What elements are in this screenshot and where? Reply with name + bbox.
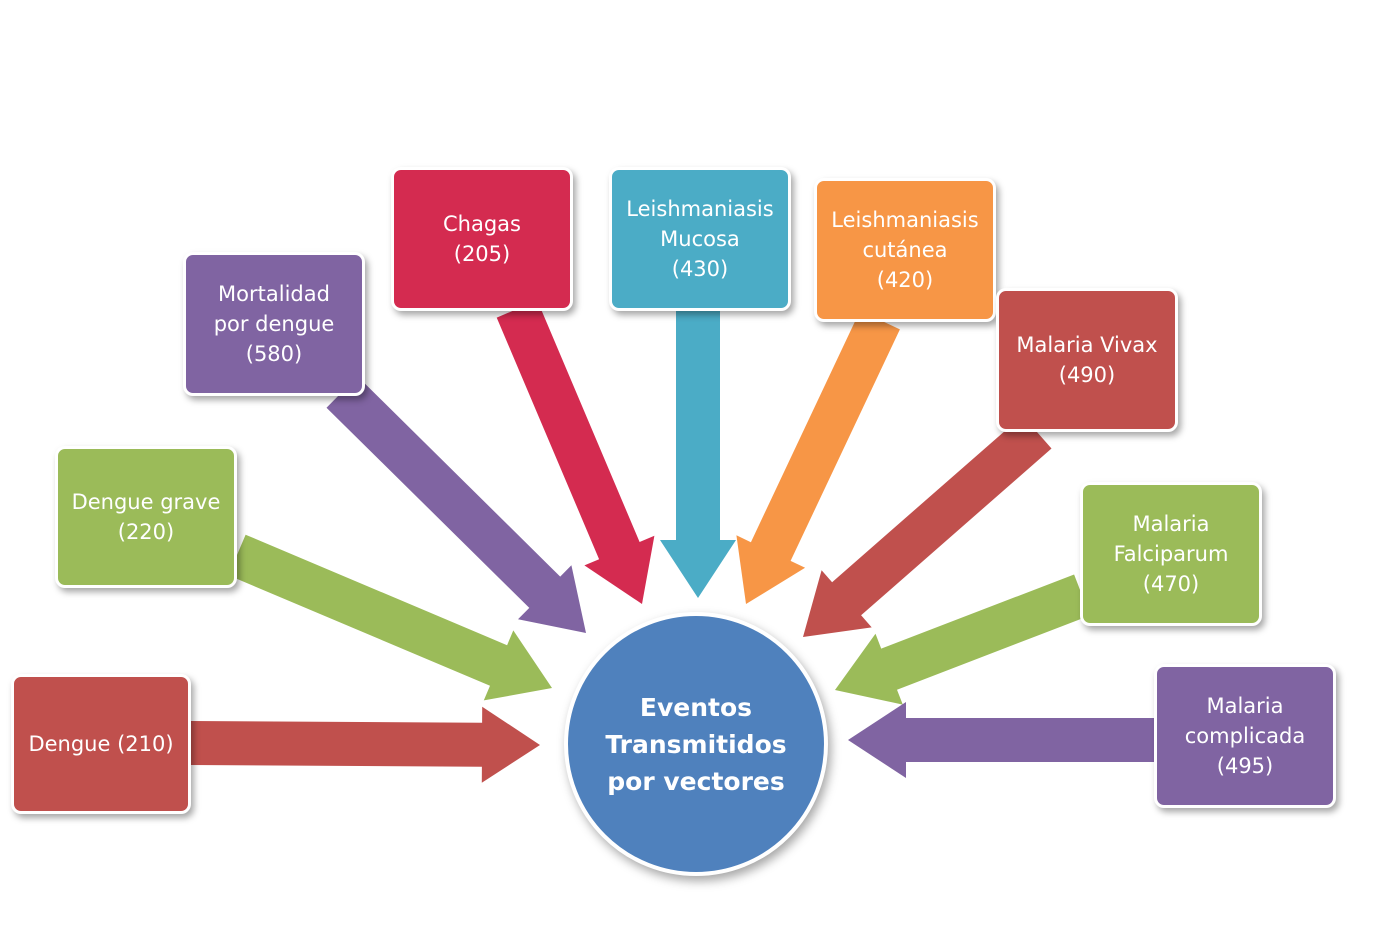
node-label: Mortalidad por dengue (580) (213, 282, 335, 366)
arrow-malaria-complicada (848, 702, 1156, 778)
arrow-leishmaniasis-cutanea (736, 310, 900, 604)
arrow-dengue (189, 706, 540, 783)
node-dengue[interactable]: Dengue (210) (11, 674, 191, 814)
center-label: Eventos Transmitidos por vectores (605, 692, 787, 796)
arrow-dengue-grave (228, 534, 552, 701)
node-label: Malaria Falciparum (470) (1113, 512, 1229, 596)
node-malaria-complicada[interactable]: Malaria complicada (495) (1154, 664, 1336, 808)
node-mortalidad-dengue[interactable]: Mortalidad por dengue (580) (183, 252, 365, 396)
node-label: Leishmaniasis Mucosa (430) (626, 197, 774, 281)
arrow-malaria-vivax (803, 415, 1052, 637)
node-label: Malaria Vivax (490) (1016, 333, 1158, 387)
node-label: Chagas (205) (443, 212, 521, 266)
arrow-mortalidad-dengue (326, 376, 586, 633)
arrow-malaria-falciparum (835, 574, 1090, 705)
node-leishmaniasis-cutanea[interactable]: Leishmaniasis cutánea (420) (814, 178, 996, 322)
node-label: Leishmaniasis cutánea (420) (831, 208, 979, 292)
node-label: Dengue grave (220) (71, 490, 221, 544)
node-label: Dengue (210) (28, 732, 174, 756)
node-malaria-vivax[interactable]: Malaria Vivax (490) (996, 288, 1178, 432)
arrow-leishmaniasis-mucosa (660, 311, 736, 598)
center-circle[interactable]: Eventos Transmitidos por vectores (564, 612, 828, 876)
node-leishmaniasis-mucosa[interactable]: Leishmaniasis Mucosa (430) (609, 167, 791, 311)
node-label: Malaria complicada (495) (1184, 694, 1306, 778)
node-malaria-falciparum[interactable]: Malaria Falciparum (470) (1080, 482, 1262, 626)
node-chagas[interactable]: Chagas (205) (391, 167, 573, 311)
arrow-chagas (496, 300, 655, 604)
node-dengue-grave[interactable]: Dengue grave (220) (55, 446, 237, 588)
